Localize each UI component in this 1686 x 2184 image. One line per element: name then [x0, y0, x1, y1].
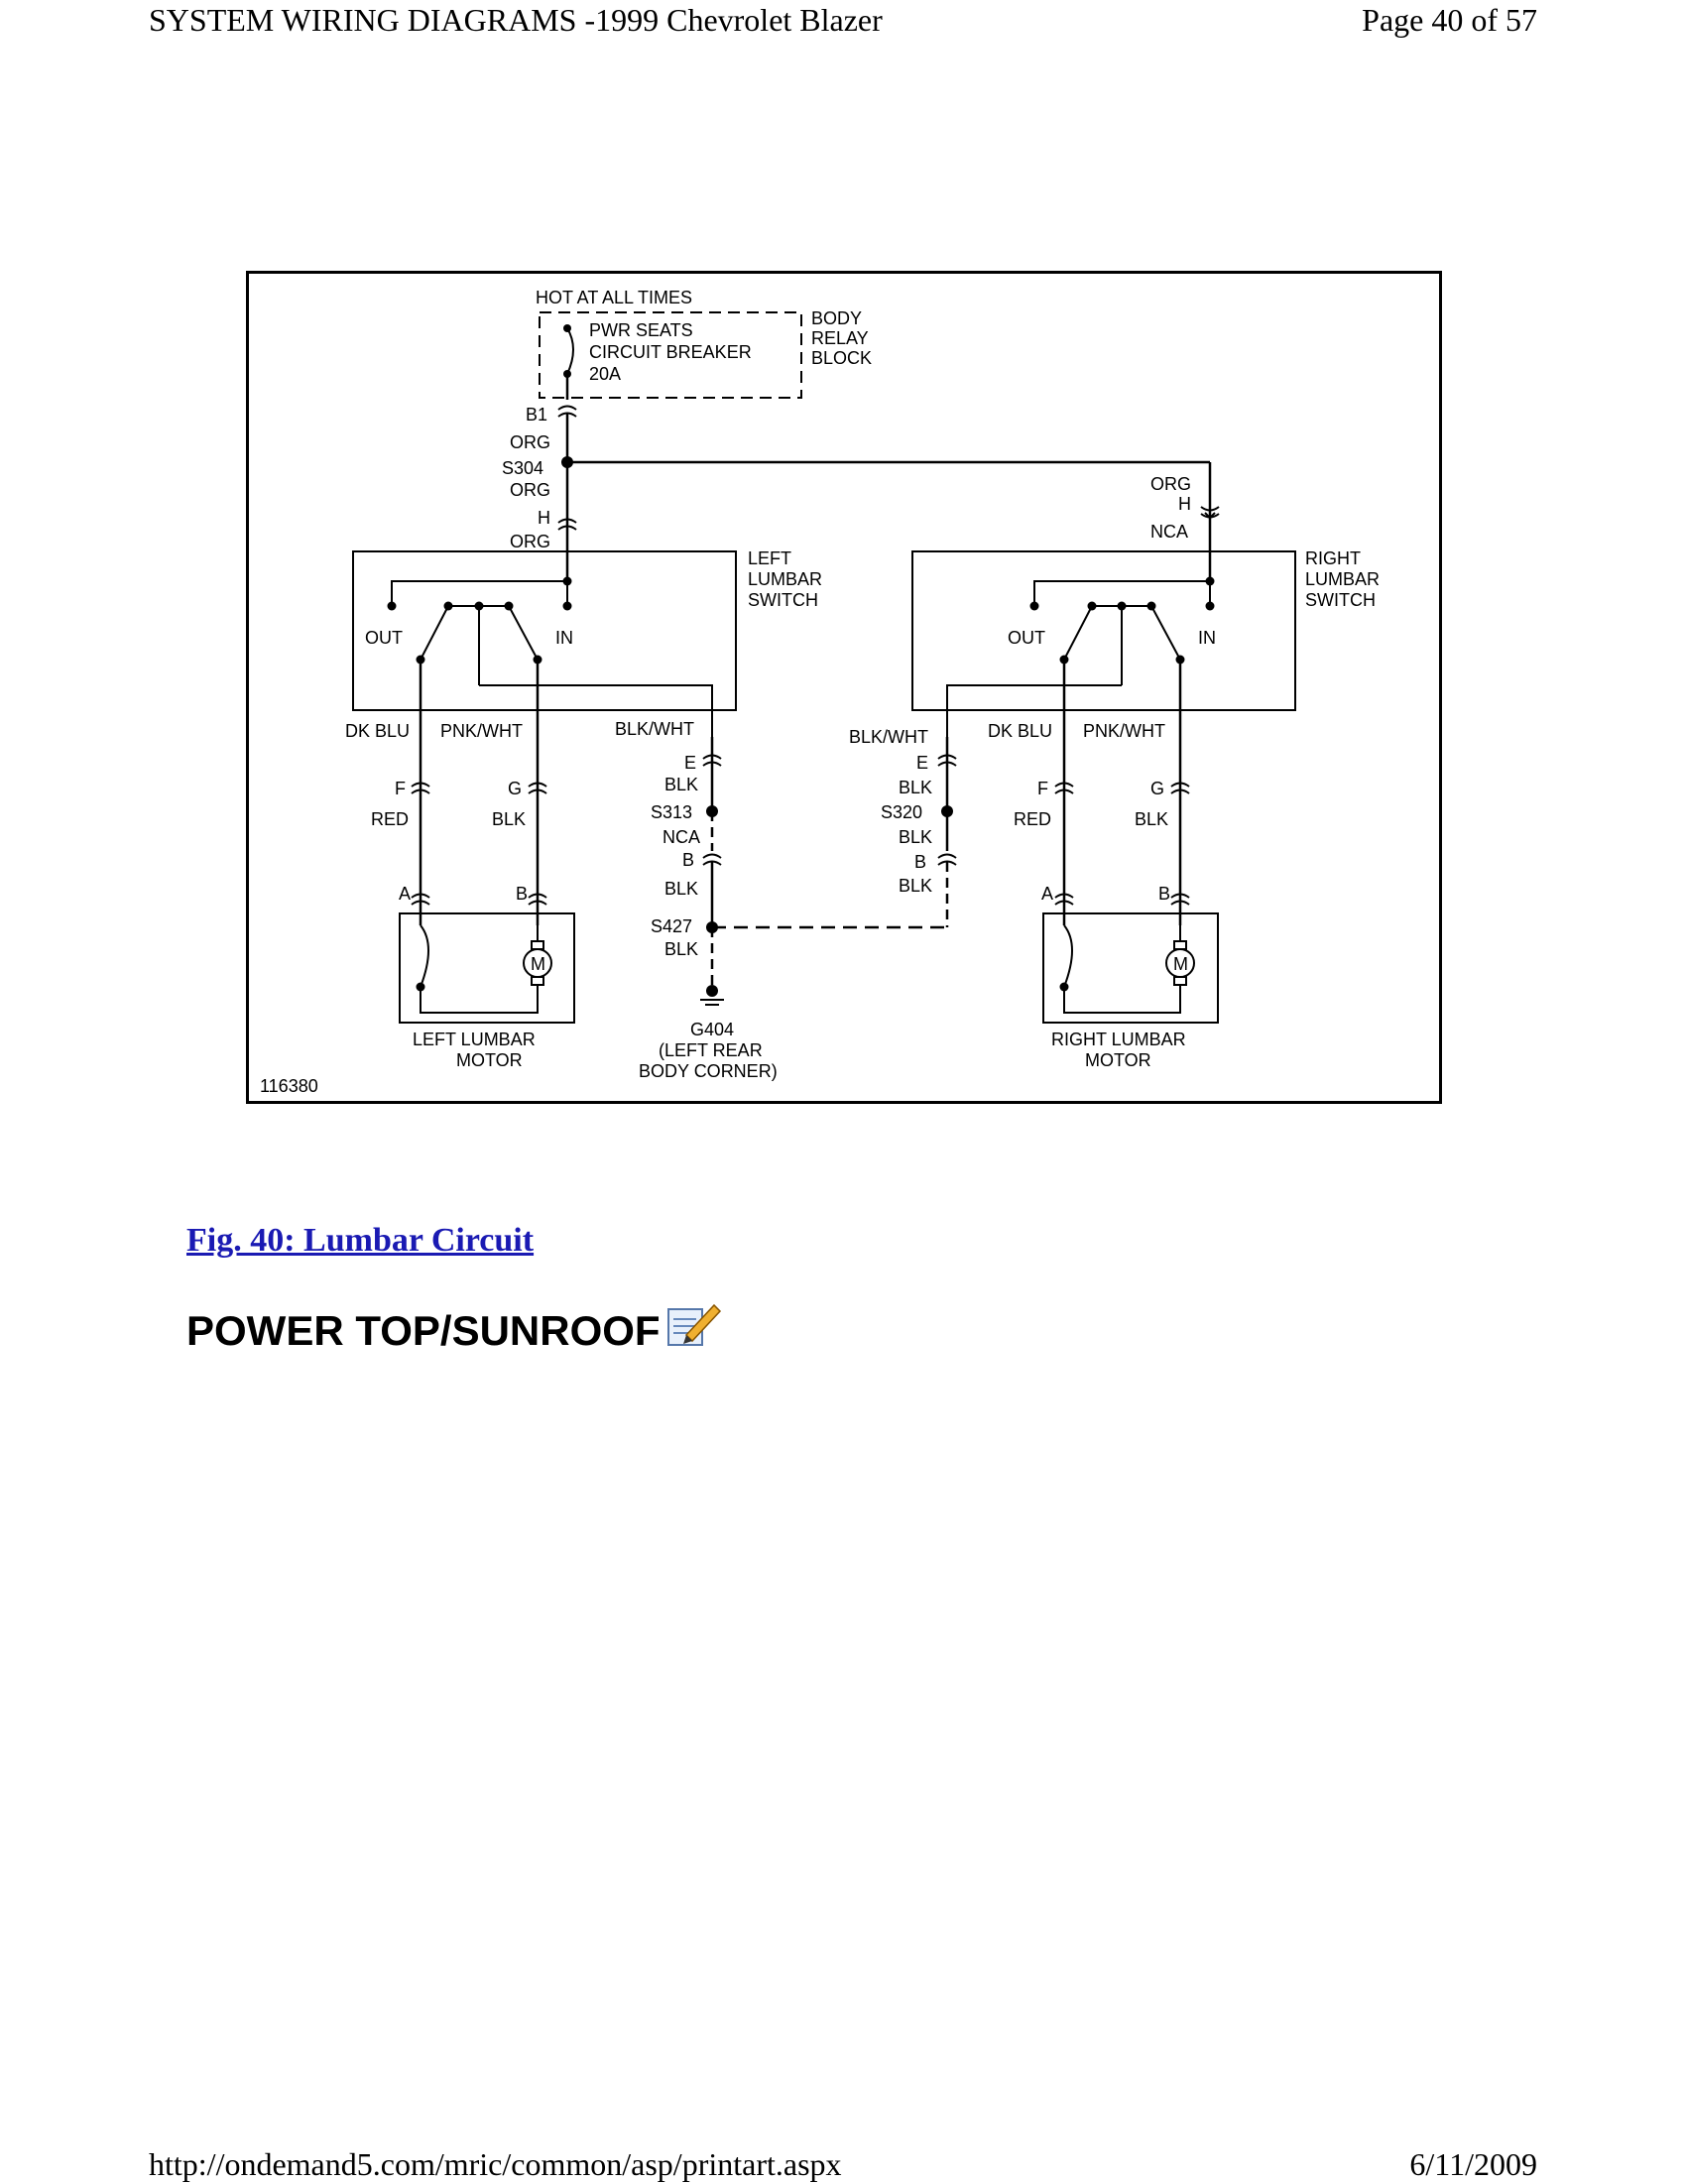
right-feed-h: H: [1178, 494, 1191, 514]
right-ground-blk3: BLK: [899, 876, 932, 896]
breaker-symbol: [566, 327, 574, 375]
left-b: B: [516, 884, 528, 904]
left-blk: BLK: [492, 809, 526, 829]
right-g: G: [1150, 779, 1164, 798]
right-pnkwht: PNK/WHT: [1083, 721, 1165, 741]
left-ground-blk3: BLK: [664, 939, 698, 959]
right-motor-label-2: MOTOR: [1085, 1050, 1151, 1070]
left-ground-e: E: [684, 753, 696, 773]
s427-label: S427: [651, 916, 692, 936]
left-red: RED: [371, 809, 409, 829]
left-a: A: [399, 884, 411, 904]
right-ground-blk1: BLK: [899, 778, 932, 797]
left-motor-label-1: LEFT LUMBAR: [413, 1030, 536, 1049]
relay-block-line-2: RELAY: [811, 328, 869, 348]
left-ground-blk1: BLK: [664, 775, 698, 794]
page-footer-date: 6/11/2009: [1409, 2146, 1537, 2182]
ground-label-1: G404: [690, 1020, 734, 1039]
page-header-title: SYSTEM WIRING DIAGRAMS -1999 Chevrolet B…: [149, 2, 883, 38]
left-ground-blk2: BLK: [664, 879, 698, 899]
breaker-line-1: PWR SEATS: [589, 320, 693, 340]
left-ground-b: B: [682, 850, 694, 870]
right-lumbar-motor-box: [1042, 912, 1219, 1024]
left-motor-internals: [420, 924, 552, 1014]
right-switch-internals: [946, 580, 1211, 737]
left-lumbar-motor-box: [399, 912, 575, 1024]
right-switch-in: IN: [1198, 628, 1216, 648]
figure-id: 116380: [260, 1076, 318, 1096]
left-switch-name-1: LEFT: [748, 548, 791, 568]
right-switch-out: OUT: [1008, 628, 1045, 648]
section-title: POWER TOP/SUNROOF: [186, 1307, 661, 1354]
lumbar-circuit-diagram: HOT AT ALL TIMES PWR SEATS CIRCUIT BREAK…: [246, 271, 1442, 1104]
org-label-1: ORG: [510, 432, 550, 452]
s304-label: S304: [502, 458, 543, 478]
s313-label: S313: [651, 802, 692, 822]
breaker-line-3: 20A: [589, 364, 621, 384]
right-ground-b: B: [914, 852, 926, 872]
right-feed-org: ORG: [1150, 474, 1191, 494]
right-ground-e: E: [916, 753, 928, 773]
right-blk: BLK: [1135, 809, 1168, 829]
left-blkwht: BLK/WHT: [615, 719, 694, 739]
left-switch-name-2: LUMBAR: [748, 569, 822, 589]
right-feed-nca: NCA: [1150, 522, 1188, 542]
right-motor-symbol: M: [1173, 954, 1188, 974]
hot-label: HOT AT ALL TIMES: [536, 288, 692, 307]
breaker-line-2: CIRCUIT BREAKER: [589, 342, 752, 362]
right-ground-blk2: BLK: [899, 827, 932, 847]
page-footer-url: http://ondemand5.com/mric/common/asp/pri…: [149, 2146, 842, 2182]
h-label-left: H: [538, 508, 550, 528]
note-pencil-icon[interactable]: [664, 1299, 722, 1349]
diagram-frame: [246, 271, 1442, 1104]
left-motor-symbol: M: [531, 954, 545, 974]
left-pnkwht: PNK/WHT: [440, 721, 523, 741]
left-motor-label-2: MOTOR: [456, 1050, 523, 1070]
relay-block-line-3: BLOCK: [811, 348, 872, 368]
right-lumbar-switch-box: [911, 550, 1296, 711]
ground-label-3: BODY CORNER): [639, 1061, 778, 1081]
left-ground-nca: NCA: [662, 827, 700, 847]
left-switch-in: IN: [555, 628, 573, 648]
org-label-2: ORG: [510, 480, 550, 500]
left-switch-name-3: SWITCH: [748, 590, 818, 610]
org-label-3: ORG: [510, 532, 550, 551]
body-relay-block-outline: [539, 311, 802, 399]
relay-block-line-1: BODY: [811, 308, 862, 328]
right-switch-name-1: RIGHT: [1305, 548, 1361, 568]
right-a: A: [1041, 884, 1053, 904]
b1-label: B1: [526, 405, 547, 425]
page-header-number: Page 40 of 57: [1362, 2, 1537, 38]
left-lumbar-switch-box: [352, 550, 737, 711]
right-red: RED: [1014, 809, 1051, 829]
figure-caption-link[interactable]: Fig. 40: Lumbar Circuit: [186, 1222, 535, 1259]
ground-label-2: (LEFT REAR: [659, 1040, 763, 1060]
left-dkblu: DK BLU: [345, 721, 410, 741]
s320-label: S320: [881, 802, 922, 822]
right-ground-blkwht: BLK/WHT: [849, 727, 928, 747]
right-switch-name-2: LUMBAR: [1305, 569, 1380, 589]
g404-ground-point: [706, 985, 718, 997]
left-switch-out: OUT: [365, 628, 403, 648]
left-switch-internals: [391, 580, 713, 737]
right-f: F: [1037, 779, 1048, 798]
left-f: F: [395, 779, 406, 798]
right-motor-label-1: RIGHT LUMBAR: [1051, 1030, 1186, 1049]
right-motor-internals: [1063, 924, 1195, 1014]
right-dkblu: DK BLU: [988, 721, 1052, 741]
left-g: G: [508, 779, 522, 798]
right-b: B: [1158, 884, 1170, 904]
right-switch-name-3: SWITCH: [1305, 590, 1376, 610]
